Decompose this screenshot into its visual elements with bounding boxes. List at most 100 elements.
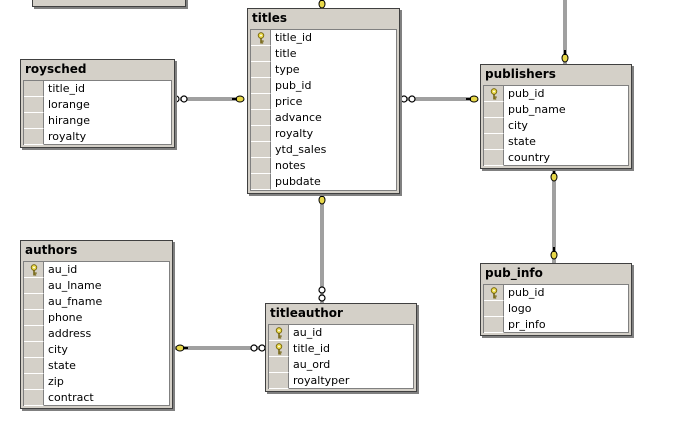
column-name: ytd_sales [275,143,327,156]
row-selector[interactable] [484,285,504,301]
row-selector[interactable] [251,78,271,94]
one-end-key-icon [232,95,245,103]
row-selector[interactable] [484,301,504,317]
column-name: logo [508,302,532,315]
column-row[interactable]: pr_info [484,317,628,333]
row-selector[interactable] [269,357,289,373]
column-row[interactable]: pub_id [484,86,628,102]
column-row[interactable]: pub_id [251,78,396,94]
column-row[interactable]: royaltyper [269,373,413,389]
row-selector[interactable] [24,129,44,145]
row-selector[interactable] [24,81,44,97]
column-name: royalty [275,127,314,140]
column-row[interactable]: hirange [24,113,171,129]
one-end-key-icon [550,169,558,182]
column-row[interactable]: au_id [269,325,413,341]
row-selector[interactable] [484,102,504,118]
row-selector[interactable] [251,94,271,110]
column-name: au_lname [48,279,102,292]
column-row[interactable]: royalty [251,126,396,142]
column-name: pub_id [508,286,545,299]
column-row[interactable]: country [484,150,628,166]
column-row[interactable]: royalty [24,129,171,145]
column-name: city [508,119,528,132]
one-end-key-icon [466,95,479,103]
row-selector[interactable] [24,113,44,129]
column-row[interactable]: lorange [24,97,171,113]
column-name: hirange [48,114,91,127]
column-row[interactable]: pub_id [484,285,628,301]
row-selector[interactable] [24,262,44,278]
row-selector[interactable] [24,278,44,294]
column-row[interactable]: title_id [269,341,413,357]
row-selector[interactable] [251,62,271,78]
column-name: au_fname [48,295,103,308]
column-row[interactable]: state [484,134,628,150]
many-end-icon [408,95,416,103]
row-selector[interactable] [24,97,44,113]
table-title: authors [21,241,172,260]
row-selector[interactable] [251,174,271,190]
column-row[interactable]: contract [24,390,169,406]
column-row[interactable]: logo [484,301,628,317]
many-end-icon [318,286,326,294]
column-row[interactable]: au_id [24,262,169,278]
column-name: state [508,135,536,148]
row-selector[interactable] [484,86,504,102]
column-row[interactable]: zip [24,374,169,390]
row-selector[interactable] [24,358,44,374]
column-row[interactable]: address [24,326,169,342]
column-name: title_id [293,342,331,355]
row-selector[interactable] [484,134,504,150]
column-row[interactable]: pub_name [484,102,628,118]
column-row[interactable]: title_id [251,30,396,46]
column-row[interactable]: notes [251,158,396,174]
row-selector[interactable] [484,317,504,333]
row-selector[interactable] [251,30,271,46]
row-selector[interactable] [484,118,504,134]
column-row[interactable]: pubdate [251,174,396,190]
row-selector[interactable] [251,126,271,142]
column-name: pr_info [508,318,546,331]
row-selector[interactable] [251,110,271,126]
column-row[interactable]: title [251,46,396,62]
row-selector[interactable] [24,374,44,390]
column-row[interactable]: au_ord [269,357,413,373]
column-row[interactable]: state [24,358,169,374]
column-row[interactable]: au_fname [24,294,169,310]
row-selector[interactable] [269,341,289,357]
row-selector[interactable] [269,325,289,341]
column-row[interactable]: city [24,342,169,358]
row-selector[interactable] [24,326,44,342]
row-selector[interactable] [251,158,271,174]
column-row[interactable]: price [251,94,396,110]
column-row[interactable]: ytd_sales [251,142,396,158]
column-name: phone [48,311,83,324]
column-name: royalty [48,130,87,143]
row-selector[interactable] [269,373,289,389]
row-selector[interactable] [251,142,271,158]
row-selector[interactable] [24,310,44,326]
row-selector[interactable] [24,390,44,406]
column-name: contract [48,391,94,404]
column-row[interactable]: city [484,118,628,134]
row-selector[interactable] [24,294,44,310]
column-row[interactable]: type [251,62,396,78]
column-row[interactable]: phone [24,310,169,326]
row-selector[interactable] [24,342,44,358]
column-name: pub_name [508,103,566,116]
row-selector[interactable] [251,46,271,62]
column-row[interactable]: advance [251,110,396,126]
row-selector[interactable] [484,150,504,166]
column-row[interactable]: au_lname [24,278,169,294]
column-row[interactable]: title_id [24,81,171,97]
